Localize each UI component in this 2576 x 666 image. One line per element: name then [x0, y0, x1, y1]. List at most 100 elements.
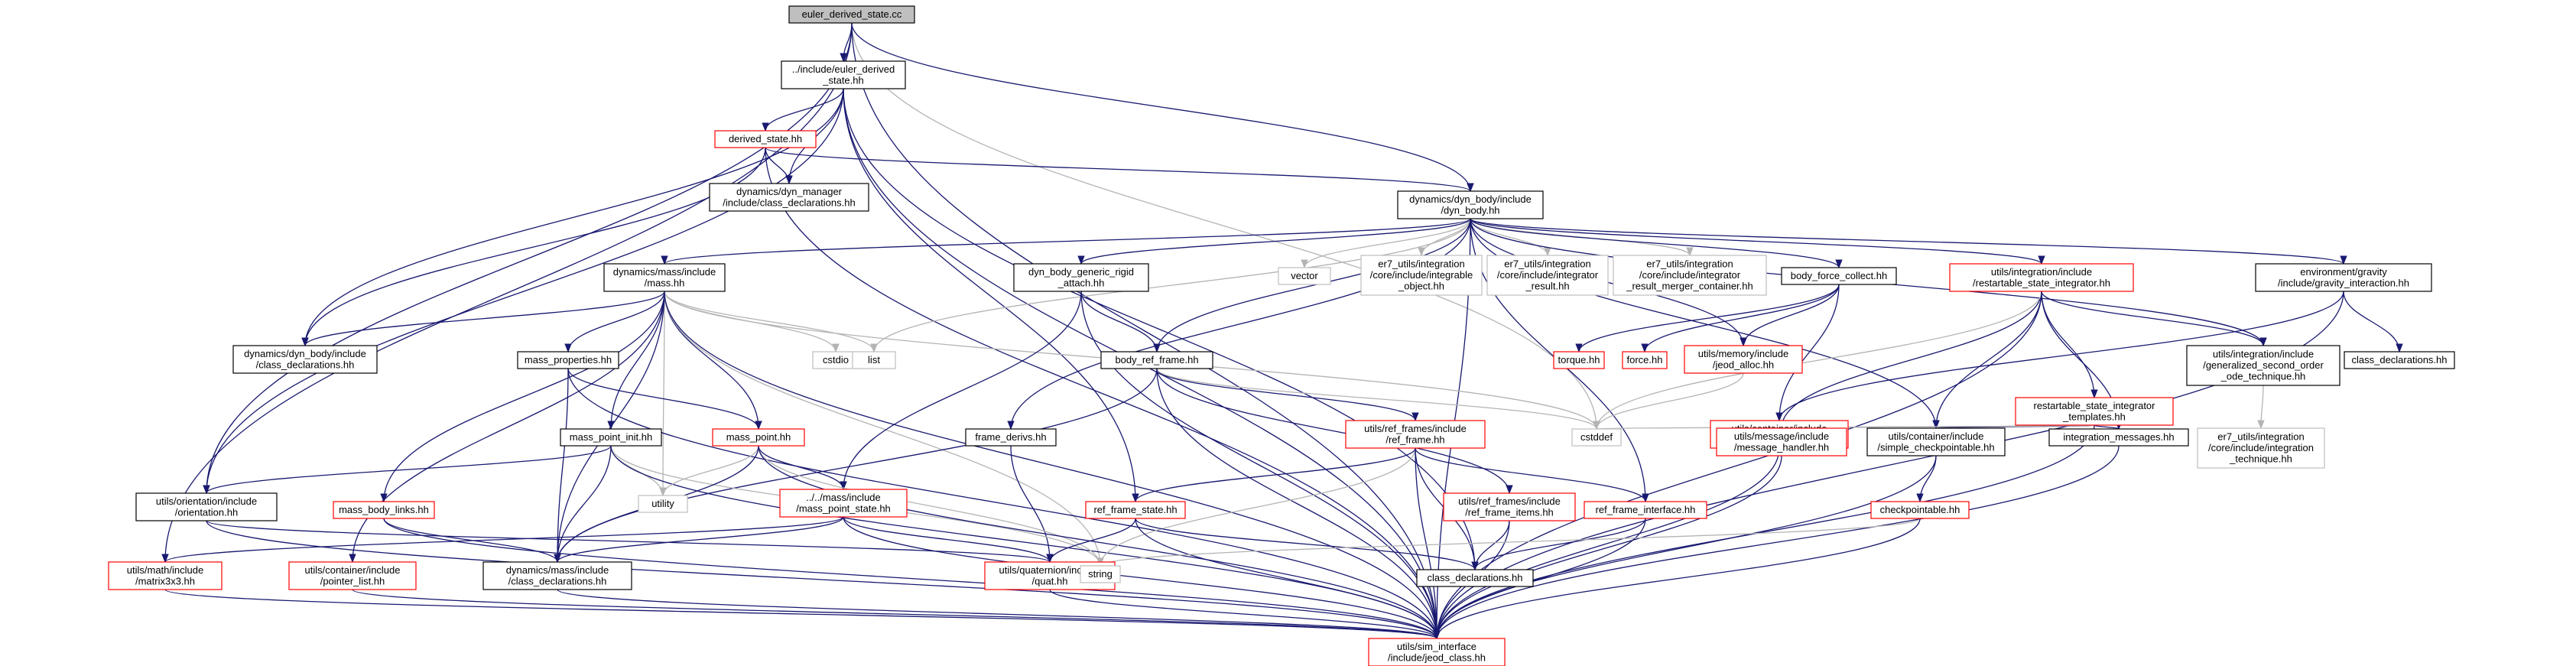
node-ref-frame[interactable]: utils/ref_frames/include/ref_frame.hh — [1345, 420, 1486, 449]
edge-ref_frame_state-to-quat — [1046, 518, 1136, 564]
edge-dyn_body-to-list — [870, 218, 1471, 353]
node-box — [788, 5, 915, 24]
edge-dyn_body-to-mass_hh — [661, 218, 1471, 265]
node-integ-messages[interactable]: integration_messages.hh — [2048, 428, 2189, 447]
node-label: dynamics/dyn_body/include — [244, 348, 366, 359]
edge-orientation-to-jeod_class — [206, 520, 1441, 640]
node-label: class_declarations.hh — [2351, 354, 2447, 365]
node-integrable-obj: er7_utils/integration/core/include/integ… — [1360, 255, 1483, 296]
node-refframes-decl[interactable]: class_declarations.hh — [1416, 569, 1534, 587]
node-label: /core/include/integrator — [1639, 269, 1741, 281]
node-box — [714, 130, 817, 148]
node-restartable-tmpl[interactable]: restartable_state_integrator_templates.h… — [2015, 397, 2174, 426]
node-label: _technique.hh — [2229, 453, 2292, 465]
edge-body_ref_frame-to-ref_frame — [1156, 368, 1419, 422]
edge-euler_hh-to-dynbody_decl — [301, 88, 844, 347]
node-label: _attach.hh — [1057, 277, 1105, 288]
node-root[interactable]: euler_derived_state.cc — [788, 5, 915, 24]
node-box — [1368, 638, 1506, 666]
node-mass-body-links[interactable]: mass_body_links.hh — [333, 501, 435, 519]
node-label: derived_state.hh — [729, 133, 802, 145]
node-body-force[interactable]: body_force_collect.hh — [1781, 267, 1897, 285]
edge-derived_state-to-jeod_class — [765, 147, 1441, 640]
node-box — [288, 561, 417, 590]
edge-restartable_int-to-cstddef — [1593, 291, 2042, 430]
node-label: er7_utils/integration — [1504, 258, 1590, 270]
edge-ref_frame_state-to-jeod_class — [1135, 518, 1441, 640]
edge-gravity-to-grav_decl — [2343, 291, 2403, 353]
node-box — [1870, 501, 1970, 519]
node-grav-decl[interactable]: class_declarations.hh — [2344, 351, 2455, 369]
edge-rigid_attach-to-mass_point_state — [840, 291, 1082, 491]
edge-mass_hh-to-mass_body_links — [380, 291, 665, 503]
node-label: utils/container/include — [1888, 430, 1983, 442]
node-cstdio: cstdio — [812, 351, 859, 369]
node-gravity[interactable]: environment/gravity/include/gravity_inte… — [2255, 263, 2432, 292]
edge-mass_point-to-string — [758, 445, 1104, 567]
node-label: dynamics/mass/include — [506, 564, 609, 576]
node-label: _result.hh — [1525, 281, 1569, 292]
edge-mass_point_state-to-quat — [843, 516, 1054, 564]
node-integrator-result: er7_utils/integration/core/include/integ… — [1486, 255, 1609, 296]
node-label: utils/container/include — [304, 564, 400, 576]
node-box — [1085, 501, 1186, 519]
edge-restartable_tmpl-to-simple_ckpt — [1933, 420, 2095, 430]
node-box — [781, 60, 906, 89]
node-jeod-alloc[interactable]: utils/memory/include/jeod_alloc.hh — [1684, 345, 1803, 374]
node-gen-second-order[interactable]: utils/integration/include/generalized_se… — [2186, 345, 2340, 386]
node-label: utils/orientation/include — [156, 495, 257, 507]
node-label: body_ref_frame.hh — [1115, 354, 1198, 365]
node-mass-point-init[interactable]: mass_point_init.hh — [560, 428, 662, 447]
node-utility: utility — [638, 495, 688, 513]
node-ref-frame-state[interactable]: ref_frame_state.hh — [1085, 501, 1186, 519]
node-box — [135, 492, 278, 521]
edge-ref_frame-to-string — [1096, 447, 1416, 567]
node-derived-state[interactable]: derived_state.hh — [714, 130, 817, 148]
node-dyn-body[interactable]: dynamics/dyn_body/include/dyn_body.hh — [1397, 190, 1544, 219]
node-simple-ckpt[interactable]: utils/container/include/simple_checkpoin… — [1866, 427, 2006, 456]
edge-mass_hh-to-jeod_class — [664, 291, 1441, 640]
node-list: list — [852, 351, 896, 369]
node-box — [1584, 501, 1707, 519]
edge-pointer_vector-to-jeod_class — [1433, 447, 1780, 640]
node-force[interactable]: force.hh — [1622, 351, 1668, 369]
node-ref-frame-iface[interactable]: ref_frame_interface.hh — [1584, 501, 1707, 519]
node-pointer-list[interactable]: utils/container/include/pointer_list.hh — [288, 561, 417, 590]
edge-rigid_attach-to-jeod_class — [1080, 291, 1441, 640]
node-body-ref-frame[interactable]: body_ref_frame.hh — [1100, 351, 1213, 369]
node-matrix3x3[interactable]: utils/math/include/matrix3x3.hh — [108, 561, 223, 590]
node-label: cstdio — [823, 354, 849, 365]
node-message-handler[interactable]: utils/message/include/message_handler.hh — [1716, 427, 1847, 456]
node-box — [1571, 428, 1622, 447]
node-mass-point[interactable]: mass_point.hh — [712, 428, 805, 447]
node-euler-hh[interactable]: ../include/euler_derived_state.hh — [781, 60, 906, 89]
node-mass-decl[interactable]: dynamics/mass/include/class_declarations… — [482, 561, 632, 590]
node-mass-point-state[interactable]: ../../mass/include/mass_point_state.hh — [779, 489, 908, 518]
node-label: utils/integration/include — [2213, 349, 2314, 360]
node-label: _ode_technique.hh — [2220, 371, 2306, 382]
node-dynbody-decl[interactable]: dynamics/dyn_body/include/class_declarat… — [232, 345, 378, 374]
node-jeod-class[interactable]: utils/sim_interface/include/jeod_class.h… — [1368, 638, 1506, 666]
node-string: string — [1080, 565, 1121, 583]
node-mass-props[interactable]: mass_properties.hh — [517, 351, 619, 369]
node-label: dynamics/dyn_body/include — [1409, 193, 1532, 205]
edge-body_ref_frame-to-mass_decl — [554, 368, 1158, 564]
node-orientation[interactable]: utils/orientation/include/orientation.hh — [135, 492, 278, 521]
node-mass-hh[interactable]: dynamics/mass/include/mass.hh — [603, 263, 726, 292]
node-label: utils/quaternion/include — [999, 564, 1101, 576]
node-dynmgr-decl[interactable]: dynamics/dyn_manager/include/class_decla… — [709, 183, 869, 212]
node-ref-frame-items[interactable]: utils/ref_frames/include/ref_frame_items… — [1443, 492, 1576, 521]
node-restartable-int[interactable]: utils/integration/include/restartable_st… — [1949, 263, 2134, 292]
edge-derived_state-to-dynbody_decl — [301, 147, 766, 347]
edge-mass_body_links-to-jeod_class — [383, 518, 1441, 640]
node-torque[interactable]: torque.hh — [1553, 351, 1605, 369]
node-box — [638, 495, 688, 513]
node-frame-derivs[interactable]: frame_derivs.hh — [965, 428, 1057, 447]
edge-mass_hh-to-pointer_list — [349, 291, 665, 564]
edge-mass_props-to-jeod_class — [567, 368, 1441, 640]
node-label: string — [1088, 568, 1113, 580]
node-rigid-attach[interactable]: dyn_body_generic_rigid_attach.hh — [1013, 263, 1149, 292]
node-box — [1613, 255, 1767, 296]
node-box — [482, 561, 632, 590]
node-checkpointable[interactable]: checkpointable.hh — [1870, 501, 1970, 519]
